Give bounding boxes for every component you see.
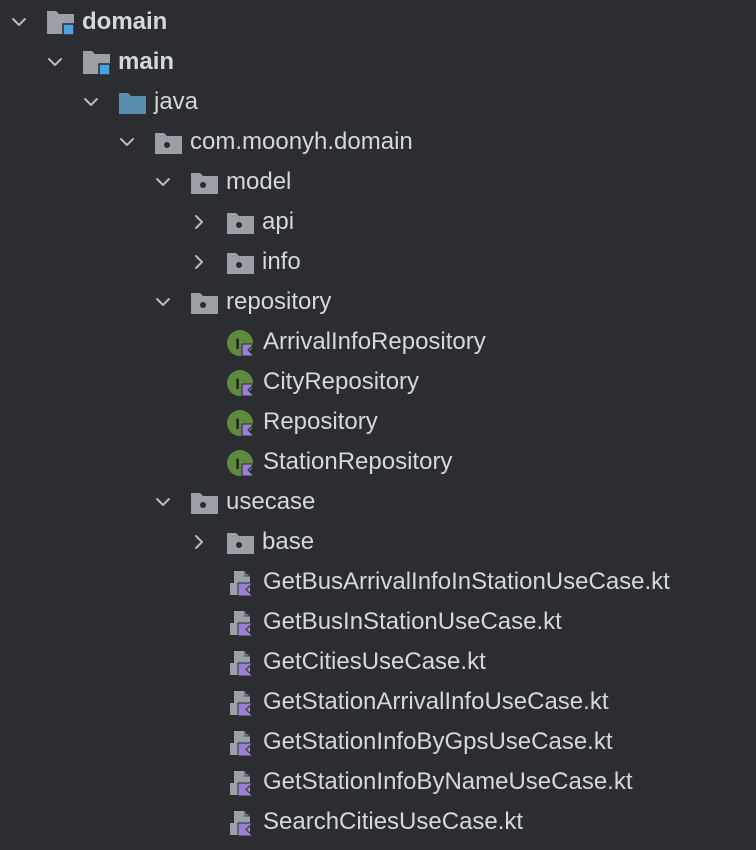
tree-node-usecase[interactable]: usecase (0, 482, 756, 522)
tree-node-label: SearchCitiesUseCase.kt (263, 808, 524, 835)
kotlin-file-icon (226, 688, 256, 718)
tree-node-label: java (154, 88, 199, 115)
chevron-right-icon[interactable] (190, 213, 208, 231)
tree-node-label: GetStationInfoByGpsUseCase.kt (263, 728, 613, 755)
tree-node-com-moonyh-domain[interactable]: com.moonyh.domain (0, 122, 756, 162)
tree-node-arrival-info-repository[interactable]: I ArrivalInfoRepository (0, 322, 756, 362)
chevron-down-icon[interactable] (82, 93, 100, 111)
package-folder-icon (190, 288, 220, 318)
kotlin-interface-icon: I (226, 328, 256, 358)
tree-node-domain[interactable]: domain (0, 2, 756, 42)
tree-node-info[interactable]: info (0, 242, 756, 282)
kotlin-file-icon (226, 568, 256, 598)
kotlin-file-icon (226, 728, 256, 758)
tree-node-label: GetStationArrivalInfoUseCase.kt (263, 688, 609, 715)
kotlin-interface-icon: I (226, 448, 256, 478)
kotlin-interface-icon: I (226, 408, 256, 438)
tree-node-label: ArrivalInfoRepository (263, 328, 486, 355)
tree-node-label: Repository (263, 408, 378, 435)
tree-node-label: StationRepository (263, 448, 453, 475)
tree-node-kotlin-file[interactable]: SearchCitiesUseCase.kt (0, 802, 756, 842)
tree-node-label: repository (226, 288, 332, 315)
chevron-down-icon[interactable] (154, 493, 172, 511)
tree-node-label: base (262, 528, 315, 555)
package-folder-icon (190, 488, 220, 518)
chevron-down-icon[interactable] (154, 173, 172, 191)
tree-node-kotlin-file[interactable]: GetStationArrivalInfoUseCase.kt (0, 682, 756, 722)
tree-node-kotlin-file[interactable]: GetStationInfoByGpsUseCase.kt (0, 722, 756, 762)
tree-node-label: GetBusInStationUseCase.kt (263, 608, 562, 635)
tree-node-label: CityRepository (263, 368, 420, 395)
package-folder-icon (190, 168, 220, 198)
tree-node-kotlin-file[interactable]: GetBusInStationUseCase.kt (0, 602, 756, 642)
package-folder-icon (154, 128, 184, 158)
tree-node-label: GetCitiesUseCase.kt (263, 648, 486, 675)
chevron-right-icon[interactable] (190, 533, 208, 551)
svg-text:I: I (235, 377, 240, 393)
tree-node-repository-interface[interactable]: I Repository (0, 402, 756, 442)
chevron-down-icon[interactable] (10, 13, 28, 31)
tree-node-label: usecase (226, 488, 316, 515)
tree-node-model[interactable]: model (0, 162, 756, 202)
source-folder-icon (118, 88, 148, 118)
kotlin-file-icon (226, 648, 256, 678)
tree-node-label: main (118, 48, 175, 75)
tree-node-main[interactable]: main (0, 42, 756, 82)
svg-text:I: I (235, 417, 240, 433)
tree-node-kotlin-file[interactable]: GetCitiesUseCase.kt (0, 642, 756, 682)
tree-node-java[interactable]: java (0, 82, 756, 122)
tree-node-label: com.moonyh.domain (190, 128, 413, 155)
tree-node-label: model (226, 168, 292, 195)
package-folder-icon (226, 248, 256, 278)
chevron-down-icon[interactable] (46, 53, 64, 71)
package-folder-icon (226, 208, 256, 238)
tree-node-base[interactable]: base (0, 522, 756, 562)
svg-text:I: I (235, 337, 240, 353)
tree-node-kotlin-file[interactable]: GetStationInfoByNameUseCase.kt (0, 762, 756, 802)
package-folder-icon (226, 528, 256, 558)
module-folder-icon (46, 8, 76, 38)
kotlin-file-icon (226, 608, 256, 638)
tree-node-label: GetBusArrivalInfoInStationUseCase.kt (263, 568, 670, 595)
tree-node-label: info (262, 248, 301, 275)
tree-node-label: domain (82, 8, 168, 35)
kotlin-interface-icon: I (226, 368, 256, 398)
tree-node-station-repository[interactable]: I StationRepository (0, 442, 756, 482)
chevron-down-icon[interactable] (154, 293, 172, 311)
tree-node-repository[interactable]: repository (0, 282, 756, 322)
tree-node-city-repository[interactable]: I CityRepository (0, 362, 756, 402)
kotlin-file-icon (226, 768, 256, 798)
kotlin-file-icon (226, 808, 256, 838)
tree-node-label: GetStationInfoByNameUseCase.kt (263, 768, 633, 795)
tree-node-label: api (262, 208, 295, 235)
svg-text:I: I (235, 457, 240, 473)
module-folder-icon (82, 48, 112, 78)
chevron-down-icon[interactable] (118, 133, 136, 151)
tree-node-api[interactable]: api (0, 202, 756, 242)
chevron-right-icon[interactable] (190, 253, 208, 271)
tree-node-kotlin-file[interactable]: GetBusArrivalInfoInStationUseCase.kt (0, 562, 756, 602)
